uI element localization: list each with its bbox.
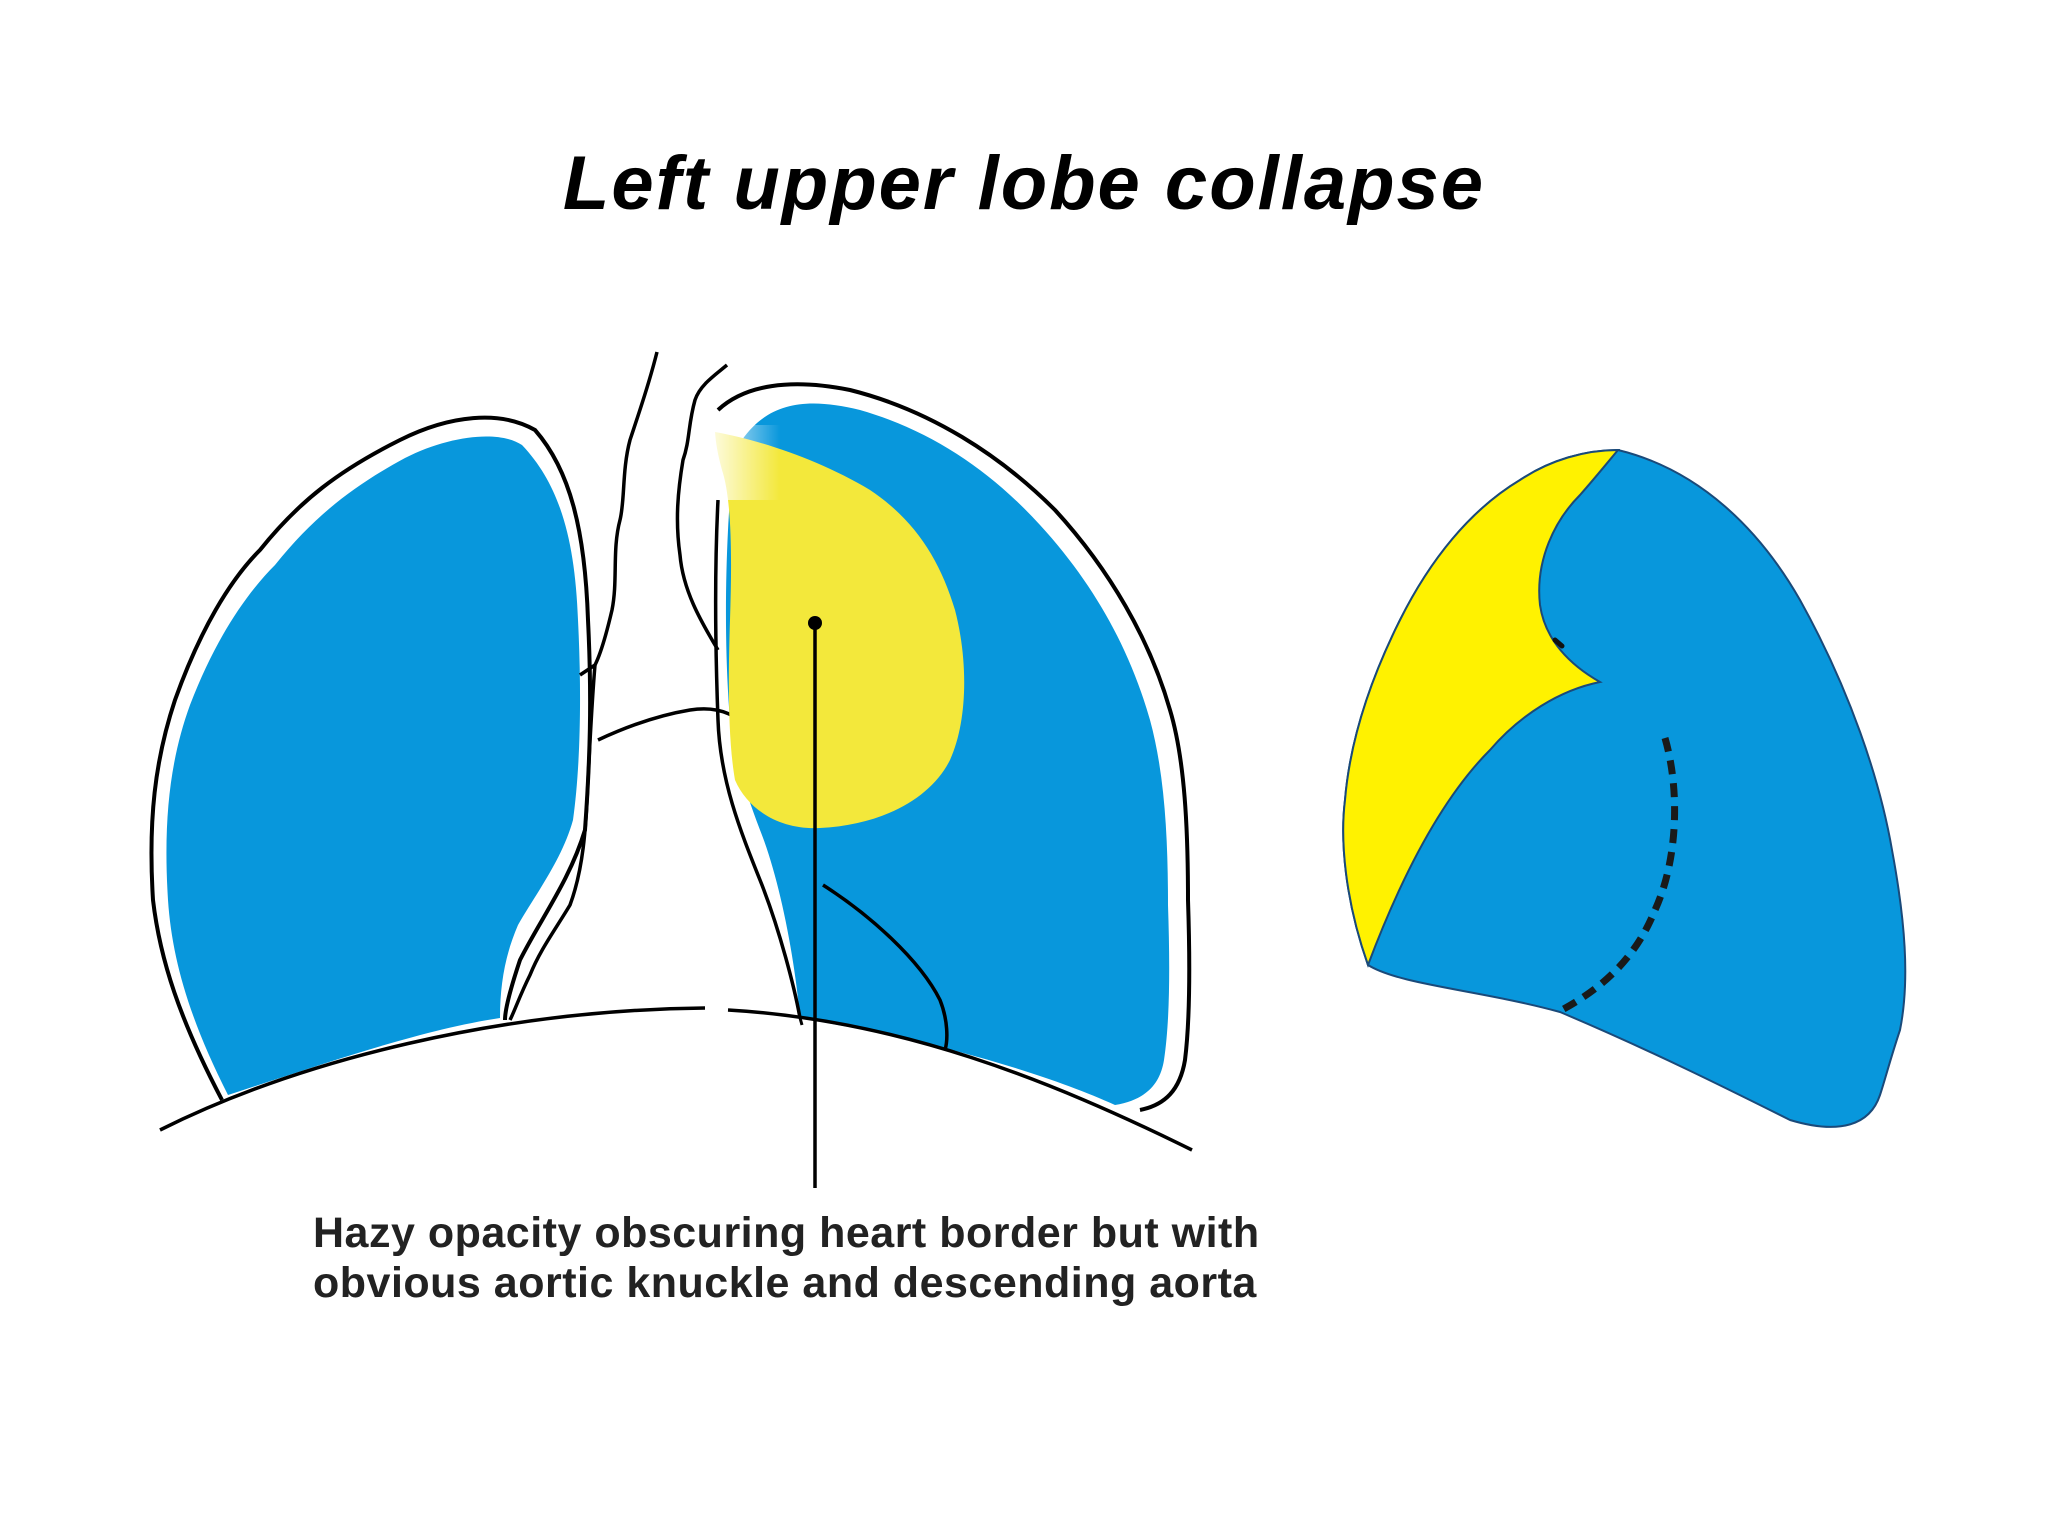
annotation-caption: Hazy opacity obscuring heart border but … (313, 1208, 1260, 1308)
left-hilum-line (798, 1017, 804, 1026)
frontal-view (149, 351, 1193, 1188)
diaphragm-right (159, 1006, 706, 1132)
oblique-fissure-dashed (1556, 737, 1679, 1016)
mediastinum-right-border (508, 664, 597, 1021)
diagram-title: Left upper lobe collapse (562, 141, 1486, 226)
caption-line-2: obvious aortic knuckle and descending ao… (313, 1259, 1257, 1307)
descending-aorta-line (822, 883, 949, 1051)
apical-haze (700, 425, 780, 500)
trachea-left-wall (675, 363, 729, 651)
lateral-collapsed-lobe (1342, 448, 1621, 968)
annotation-pointer-dot (808, 616, 822, 630)
left-mediastinal-border (714, 499, 802, 1019)
aortic-arch-line (597, 707, 741, 742)
caption-line-1: Hazy opacity obscuring heart border but … (313, 1209, 1260, 1257)
right-lung (166, 436, 581, 1095)
diaphragm-left (727, 1008, 1193, 1152)
trachea-right-wall (579, 351, 659, 677)
fissure-tick (1552, 637, 1565, 649)
left-lung-outline (716, 382, 1192, 1112)
lateral-view (1342, 448, 1907, 1128)
right-lung-outline (149, 415, 593, 1101)
collapsed-left-upper-lobe (715, 432, 965, 829)
